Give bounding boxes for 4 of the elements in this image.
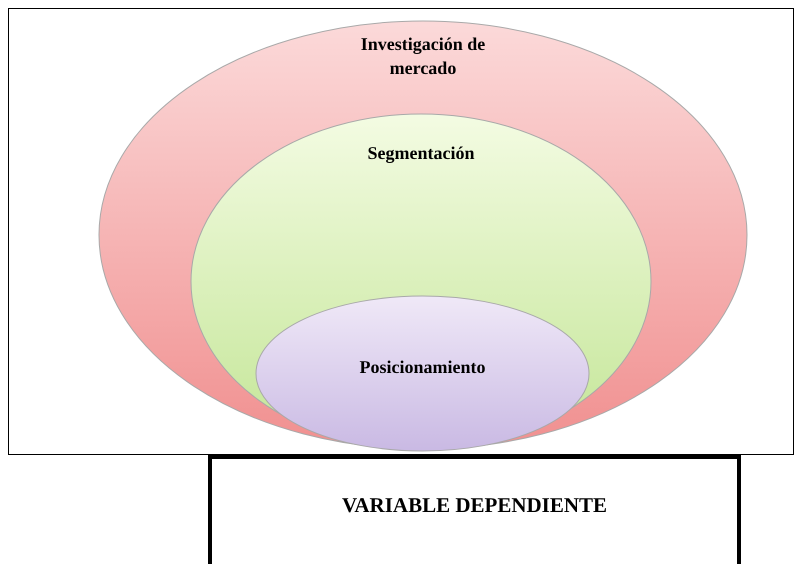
ellipse-label: Posicionamiento bbox=[358, 356, 486, 379]
ellipse-label: Investigación de mercado bbox=[360, 33, 486, 80]
variable-box: VARIABLE DEPENDIENTE bbox=[208, 455, 741, 564]
ellipse-label: Segmentación bbox=[366, 142, 476, 165]
